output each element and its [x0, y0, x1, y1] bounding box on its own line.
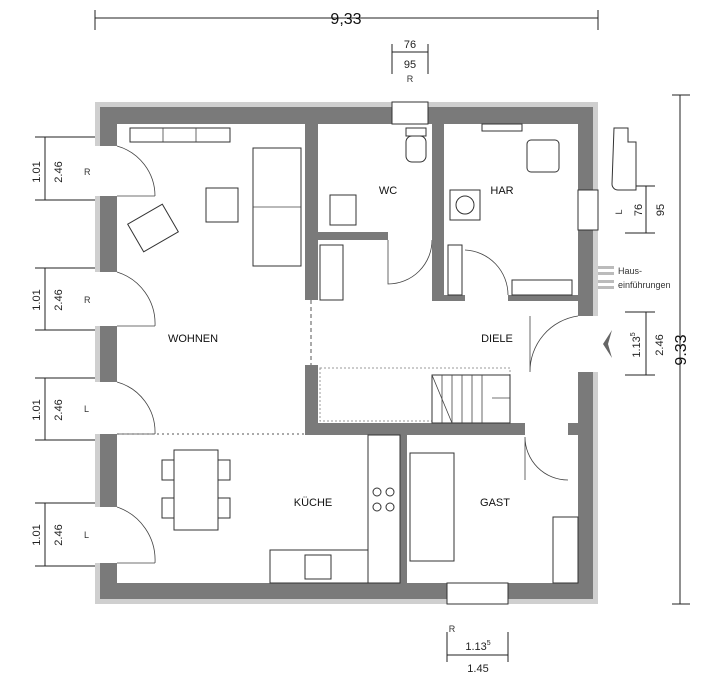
right-door-outer-label: 2.46 [654, 334, 666, 355]
sideboard [129, 127, 231, 143]
stove-icon [372, 487, 395, 512]
door-left-3 [95, 382, 117, 434]
left-dim-1: 1.01 2.46 R [31, 136, 95, 201]
exterior-element [611, 127, 637, 191]
room-labels: WOHNEN WC HAR DIELE KÜCHE GAST [168, 185, 514, 509]
left-dimensions: 1.01 2.46 R 1.01 2.46 R 1.01 2.46 L 1.01… [31, 136, 95, 567]
kitchen-counter [367, 434, 401, 584]
top-dimension: 9,33 76 95 R [94, 10, 599, 84]
wardrobe [552, 516, 579, 584]
furniture [126, 123, 579, 584]
wc-shelf [319, 244, 344, 301]
window-top [391, 101, 429, 125]
left-dim-4: 1.01 2.46 L [31, 502, 95, 567]
window-outer-label: 95 [404, 59, 416, 71]
right-window-outer-label: 95 [655, 204, 667, 216]
right-window-side-label: L [614, 209, 624, 214]
room-kueche: KÜCHE [294, 497, 333, 509]
door-left-2 [95, 272, 117, 326]
right-window-inner-label: 76 [633, 204, 645, 216]
entrance-door [578, 316, 598, 372]
room-gast: GAST [480, 497, 510, 509]
exterior-walls [95, 101, 599, 605]
interior-walls [305, 124, 578, 583]
left-dim-outer: 2.46 [53, 399, 65, 420]
window-bottom [446, 582, 509, 605]
bed [409, 452, 455, 562]
window-right [577, 189, 599, 231]
door-swings [116, 145, 579, 564]
entrance-arrow-icon [603, 330, 612, 358]
left-dim-side: L [84, 404, 89, 414]
left-dim-outer: 2.46 [53, 524, 65, 545]
right-dimension: 9.33 76 95 L 1.135 2.46 Haus- einführung… [598, 94, 690, 605]
window-side-label: R [407, 74, 414, 84]
left-dim-inner: 1.01 [31, 524, 43, 545]
left-dim-side: L [84, 530, 89, 540]
hauseinfuehrungen-label-2: einführungen [618, 280, 671, 290]
window-inner-label: 76 [404, 39, 416, 51]
left-dim-inner: 1.01 [31, 289, 43, 310]
left-dim-outer: 2.46 [53, 161, 65, 182]
room-har: HAR [490, 185, 513, 197]
right-door-inner-label: 1.135 [630, 332, 643, 357]
left-dim-side: R [84, 295, 91, 305]
room-wohnen: WOHNEN [168, 333, 218, 345]
toilet [405, 135, 427, 163]
left-dim-3: 1.01 2.46 L [31, 377, 95, 441]
room-diele: DIELE [481, 333, 513, 345]
dining-table [173, 449, 219, 531]
hauseinfuehrungen-label: Haus- [618, 266, 642, 276]
left-dim-inner: 1.01 [31, 399, 43, 420]
left-dim-2: 1.01 2.46 R [31, 267, 95, 331]
hauseinfuehrungen-icon [598, 266, 614, 289]
bottom-inner-label: 1.135 [465, 640, 490, 653]
total-depth-label: 9.33 [673, 334, 690, 365]
armchair [126, 203, 180, 253]
room-wc: WC [379, 185, 397, 197]
left-dim-inner: 1.01 [31, 161, 43, 182]
wc-washbasin [329, 194, 357, 226]
door-left-1 [95, 146, 117, 196]
har-washer [526, 139, 560, 173]
sink [304, 554, 332, 580]
stairs [319, 367, 511, 424]
left-dim-outer: 2.46 [53, 289, 65, 310]
coffee-table [205, 187, 239, 223]
total-width-label: 9,33 [330, 11, 361, 28]
bottom-side-label: R [449, 624, 456, 634]
door-left-4 [95, 507, 117, 563]
bottom-outer-label: 1.45 [467, 663, 488, 675]
bottom-dimension: R 1.135 1.45 [446, 624, 509, 675]
left-dim-side: R [84, 167, 91, 177]
